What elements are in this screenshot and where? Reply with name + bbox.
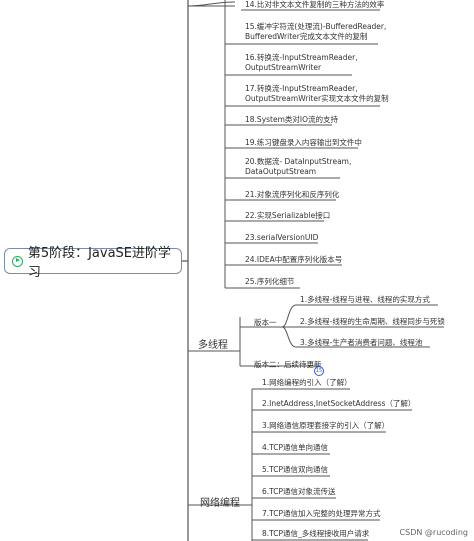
branch-network[interactable]: 网络编程 xyxy=(200,498,240,509)
io-item-19[interactable]: 19.练习键盘录入内容输出到文件中 xyxy=(245,138,362,147)
io-item-25[interactable]: 25.序列化细节 xyxy=(245,277,295,286)
thread-item-3[interactable]: 3.多线程-生产者消费者问题、线程池 xyxy=(300,338,423,347)
thread-version-2[interactable]: 版本二：后续待更新 xyxy=(254,360,322,369)
network-item-7[interactable]: 7.TCP通信加入完整的处理异常方式 xyxy=(262,509,381,518)
network-item-2[interactable]: 2.InetAddress,InetSocketAddress（了解） xyxy=(262,399,416,408)
io-item-15[interactable]: 15.缓冲字符流(处理流)-BufferedReader, BufferedWr… xyxy=(245,22,387,41)
io-item-23[interactable]: 23.serialVersionUID xyxy=(245,233,319,242)
io-item-16[interactable]: 16.转换流-InputStreamReader, OutputStreamWr… xyxy=(245,53,358,72)
io-item-17[interactable]: 17.转换流-InputStreamReader, OutputStreamWr… xyxy=(245,84,389,103)
io-item-20[interactable]: 20.数据流- DataInputStream, DataOutputStrea… xyxy=(245,157,352,176)
collapsed-count-badge[interactable]: 15 xyxy=(314,366,324,376)
io-item-14[interactable]: 14.比对非文本文件复制的三种方法的效率 xyxy=(245,0,385,9)
io-item-22[interactable]: 22.实现Serializable接口 xyxy=(245,211,331,220)
watermark: CSDN @rucoding xyxy=(399,528,468,537)
network-item-4[interactable]: 4.TCP通信单向通信 xyxy=(262,443,329,452)
io-item-24[interactable]: 24.IDEA中配置序列化版本号 xyxy=(245,255,343,264)
root-title: 第5阶段：JavaSE进阶学习 xyxy=(27,246,172,280)
thread-item-2[interactable]: 2.多线程-线程的生命周期、线程同步与死锁 xyxy=(300,317,445,326)
network-item-5[interactable]: 5.TCP通信双向通信 xyxy=(262,465,329,474)
play-icon xyxy=(12,255,23,267)
network-item-8[interactable]: 8.TCP通信_多线程接收用户请求 xyxy=(262,529,370,538)
branch-thread[interactable]: 多线程 xyxy=(198,340,228,351)
thread-version-1[interactable]: 版本一 xyxy=(254,318,277,327)
network-item-6[interactable]: 6.TCP通信对象流传送 xyxy=(262,487,336,496)
io-item-18[interactable]: 18.System类对IO流的支持 xyxy=(245,115,339,124)
io-item-21[interactable]: 21.对象流序列化和反序列化 xyxy=(245,190,340,199)
thread-item-1[interactable]: 1.多线程-线程与进程、线程的实现方式 xyxy=(300,295,430,304)
network-item-3[interactable]: 3.网络通信原理套接字的引入（了解） xyxy=(262,421,390,430)
root-node[interactable]: 第5阶段：JavaSE进阶学习 xyxy=(4,246,182,280)
network-item-1[interactable]: 1.网络编程的引入（了解） xyxy=(262,378,352,387)
